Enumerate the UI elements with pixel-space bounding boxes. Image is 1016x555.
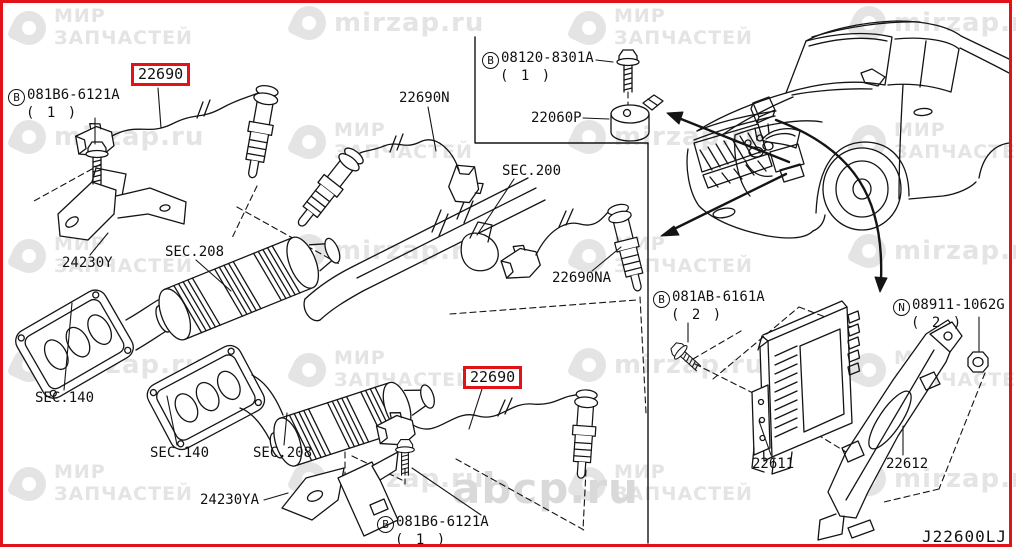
map-pin-icon xyxy=(12,467,46,501)
o2-harness-front-drawing xyxy=(73,83,281,181)
ecm-drawing xyxy=(751,300,861,475)
watermark-tile: mirzap.ru xyxy=(292,6,484,40)
knock-bolt-drawing xyxy=(616,49,640,93)
car-drawing xyxy=(686,20,1010,239)
ypipe-sec200-drawing xyxy=(303,177,546,322)
section-label-208-lower: SEC.208 xyxy=(253,445,313,461)
bolt-front-drawing xyxy=(85,141,109,185)
section-label-208-upper: SEC.208 xyxy=(165,244,225,260)
part-label-o2-sensor-rear-rh: 22690NA xyxy=(552,270,612,286)
engine-callout-arrows xyxy=(660,111,888,293)
map-pin-icon xyxy=(292,353,326,387)
o2-harness-rear-rh-drawing xyxy=(497,201,651,295)
manifold-rear-drawing xyxy=(146,344,284,451)
circle-n-icon: N xyxy=(893,299,910,316)
map-pin-icon xyxy=(572,11,606,45)
panel-divider-lines xyxy=(474,36,649,544)
watermark-tile: mirzap.ru xyxy=(572,348,764,382)
map-pin-icon xyxy=(852,353,886,387)
part-label-o2-sensor-front-rh: 22690N xyxy=(399,90,450,106)
map-pin-icon xyxy=(852,234,886,268)
map-pin-icon xyxy=(12,11,46,45)
circle-b-icon: B xyxy=(653,291,670,308)
ecm-bracket-drawing xyxy=(817,319,963,541)
ecm-nut-drawing xyxy=(967,351,989,373)
diagram-code: J22600LJ xyxy=(922,527,1008,546)
map-pin-icon xyxy=(572,120,606,154)
section-label-140-upper: SEC.140 xyxy=(35,390,95,406)
watermark-tile: mirzap.ru xyxy=(852,234,1016,268)
map-pin-icon xyxy=(12,239,46,273)
circle-b-icon: B xyxy=(8,89,25,106)
part-label-ecm: 22611 xyxy=(752,456,795,472)
leader-lines xyxy=(63,59,980,516)
section-label-140-lower: SEC.140 xyxy=(150,445,210,461)
ecm-bolt-drawing xyxy=(667,338,705,376)
part-label-bracket-rear: 24230YA xyxy=(200,492,260,508)
bracket-24230y-drawing xyxy=(57,167,187,241)
map-pin-icon xyxy=(12,120,46,154)
knock-sensor-drawing xyxy=(610,94,664,142)
circle-b-icon: B xyxy=(377,516,394,533)
cat-converter-front-drawing xyxy=(155,236,341,341)
map-pin-icon xyxy=(572,239,606,273)
map-pin-icon xyxy=(292,6,326,40)
part-label-ecm-bracket: 22612 xyxy=(886,456,929,472)
o2-harness-front-rh-drawing xyxy=(289,133,486,234)
circle-b-icon: B xyxy=(482,52,499,69)
section-label-200: SEC.200 xyxy=(502,163,562,179)
abcp-watermark: abcp.ru xyxy=(452,464,639,513)
part-label-o2-sensor-front[interactable]: 22690 xyxy=(131,63,191,86)
part-label-knock-sensor: 22060P xyxy=(531,110,582,126)
manifold-front-drawing xyxy=(15,289,172,399)
o2-harness-rear-drawing xyxy=(373,388,599,480)
part-label-bracket-front: 24230Y xyxy=(62,255,113,271)
part-label-o2-sensor-rear[interactable]: 22690 xyxy=(463,366,523,389)
map-pin-icon xyxy=(572,348,606,382)
watermark-tile: mirzap.ru xyxy=(572,120,764,154)
map-pin-icon xyxy=(292,125,326,159)
